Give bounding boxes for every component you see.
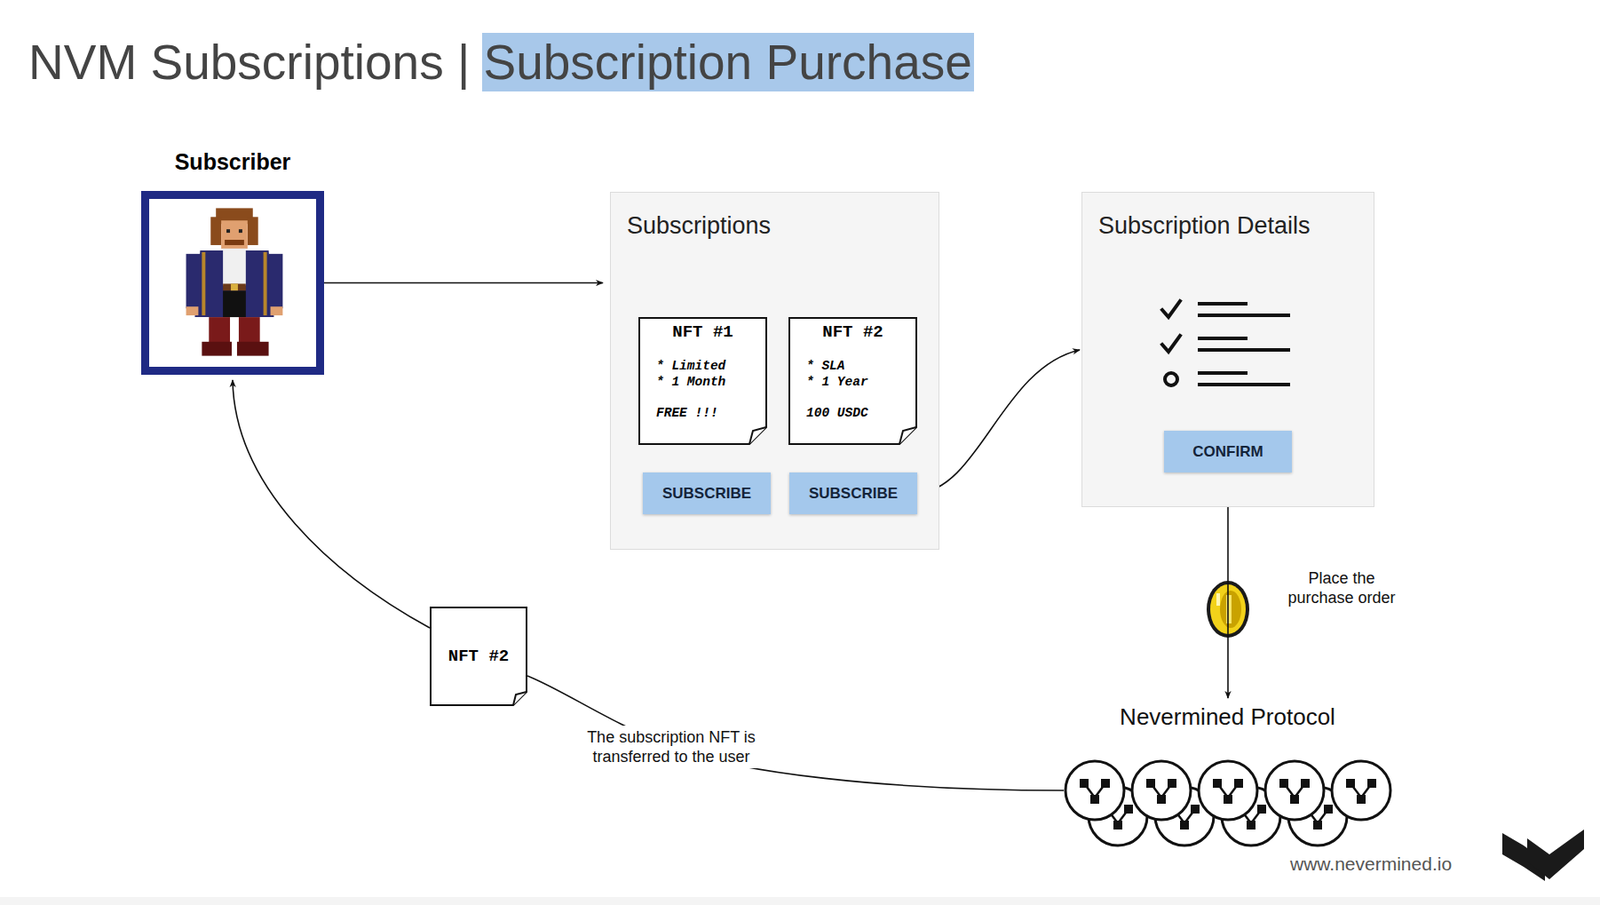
price-text: 100 USDC xyxy=(806,405,907,420)
nevermined-logo xyxy=(1502,829,1585,881)
heading-text: Nevermined Protocol xyxy=(1056,703,1399,731)
protocol-node: Nevermined Protocol xyxy=(1056,703,1399,855)
connector-arrow xyxy=(527,675,1064,791)
details-panel: Subscription DetailsCONFIRM xyxy=(1081,191,1375,507)
footer-url: www.nevermined.io xyxy=(1290,853,1452,875)
card-fold xyxy=(899,427,917,444)
subscribe-button: SUBSCRIBE xyxy=(789,472,918,515)
heading-text: Subscriber xyxy=(133,149,333,175)
heading-text: Subscription Details xyxy=(1098,212,1311,240)
edge-label: Place the purchase order xyxy=(1271,566,1412,610)
node-text: NFT #2 xyxy=(448,646,509,666)
button-label: SUBSCRIBE xyxy=(662,484,752,503)
card-title: NFT #1 xyxy=(649,322,757,342)
nft-card: NFT #1 * Limited* 1 MonthFREE !!! xyxy=(638,316,768,445)
price-text: FREE !!! xyxy=(656,405,757,420)
subscribe-button: SUBSCRIBE xyxy=(642,472,771,515)
card-shape xyxy=(789,317,917,444)
feature-bullet: * Limited xyxy=(656,357,757,374)
bottom-strip xyxy=(0,896,1600,905)
connector-arrow xyxy=(917,349,1080,494)
card-shape xyxy=(430,607,527,705)
edge-label: The subscription NFT is transferred to t… xyxy=(573,725,769,769)
card-shape xyxy=(639,317,767,444)
button-label: SUBSCRIBE xyxy=(808,484,898,503)
nft-card: NFT #2 * SLA* 1 Year 100 USDC xyxy=(788,316,918,445)
feature-bullet: * SLA xyxy=(806,357,907,374)
card-fold xyxy=(513,691,527,705)
connector-arrow xyxy=(324,282,603,285)
subscriptions-panel: SubscriptionsNFT #1 * Limited* 1 MonthFRE… xyxy=(609,191,940,550)
card-fold xyxy=(749,427,767,444)
feature-bullet: * 1 Month xyxy=(656,373,757,390)
subscriber-avatar xyxy=(149,198,317,367)
heading-text: Subscriptions xyxy=(626,212,771,240)
avatar-frame xyxy=(141,190,325,375)
nft-card: NFT #2 xyxy=(429,606,528,706)
card-title: NFT #2 xyxy=(799,322,907,342)
connector-arrow xyxy=(232,380,430,628)
button-label: CONFIRM xyxy=(1192,443,1263,461)
subscriber-node: Subscriber xyxy=(133,149,333,377)
confirm-button: CONFIRM xyxy=(1164,430,1292,473)
page-title: NVM Subscriptions | Subscription Purchas… xyxy=(28,30,973,95)
feature-bullet: * 1 Year xyxy=(806,373,907,390)
title-highlight xyxy=(482,32,975,92)
